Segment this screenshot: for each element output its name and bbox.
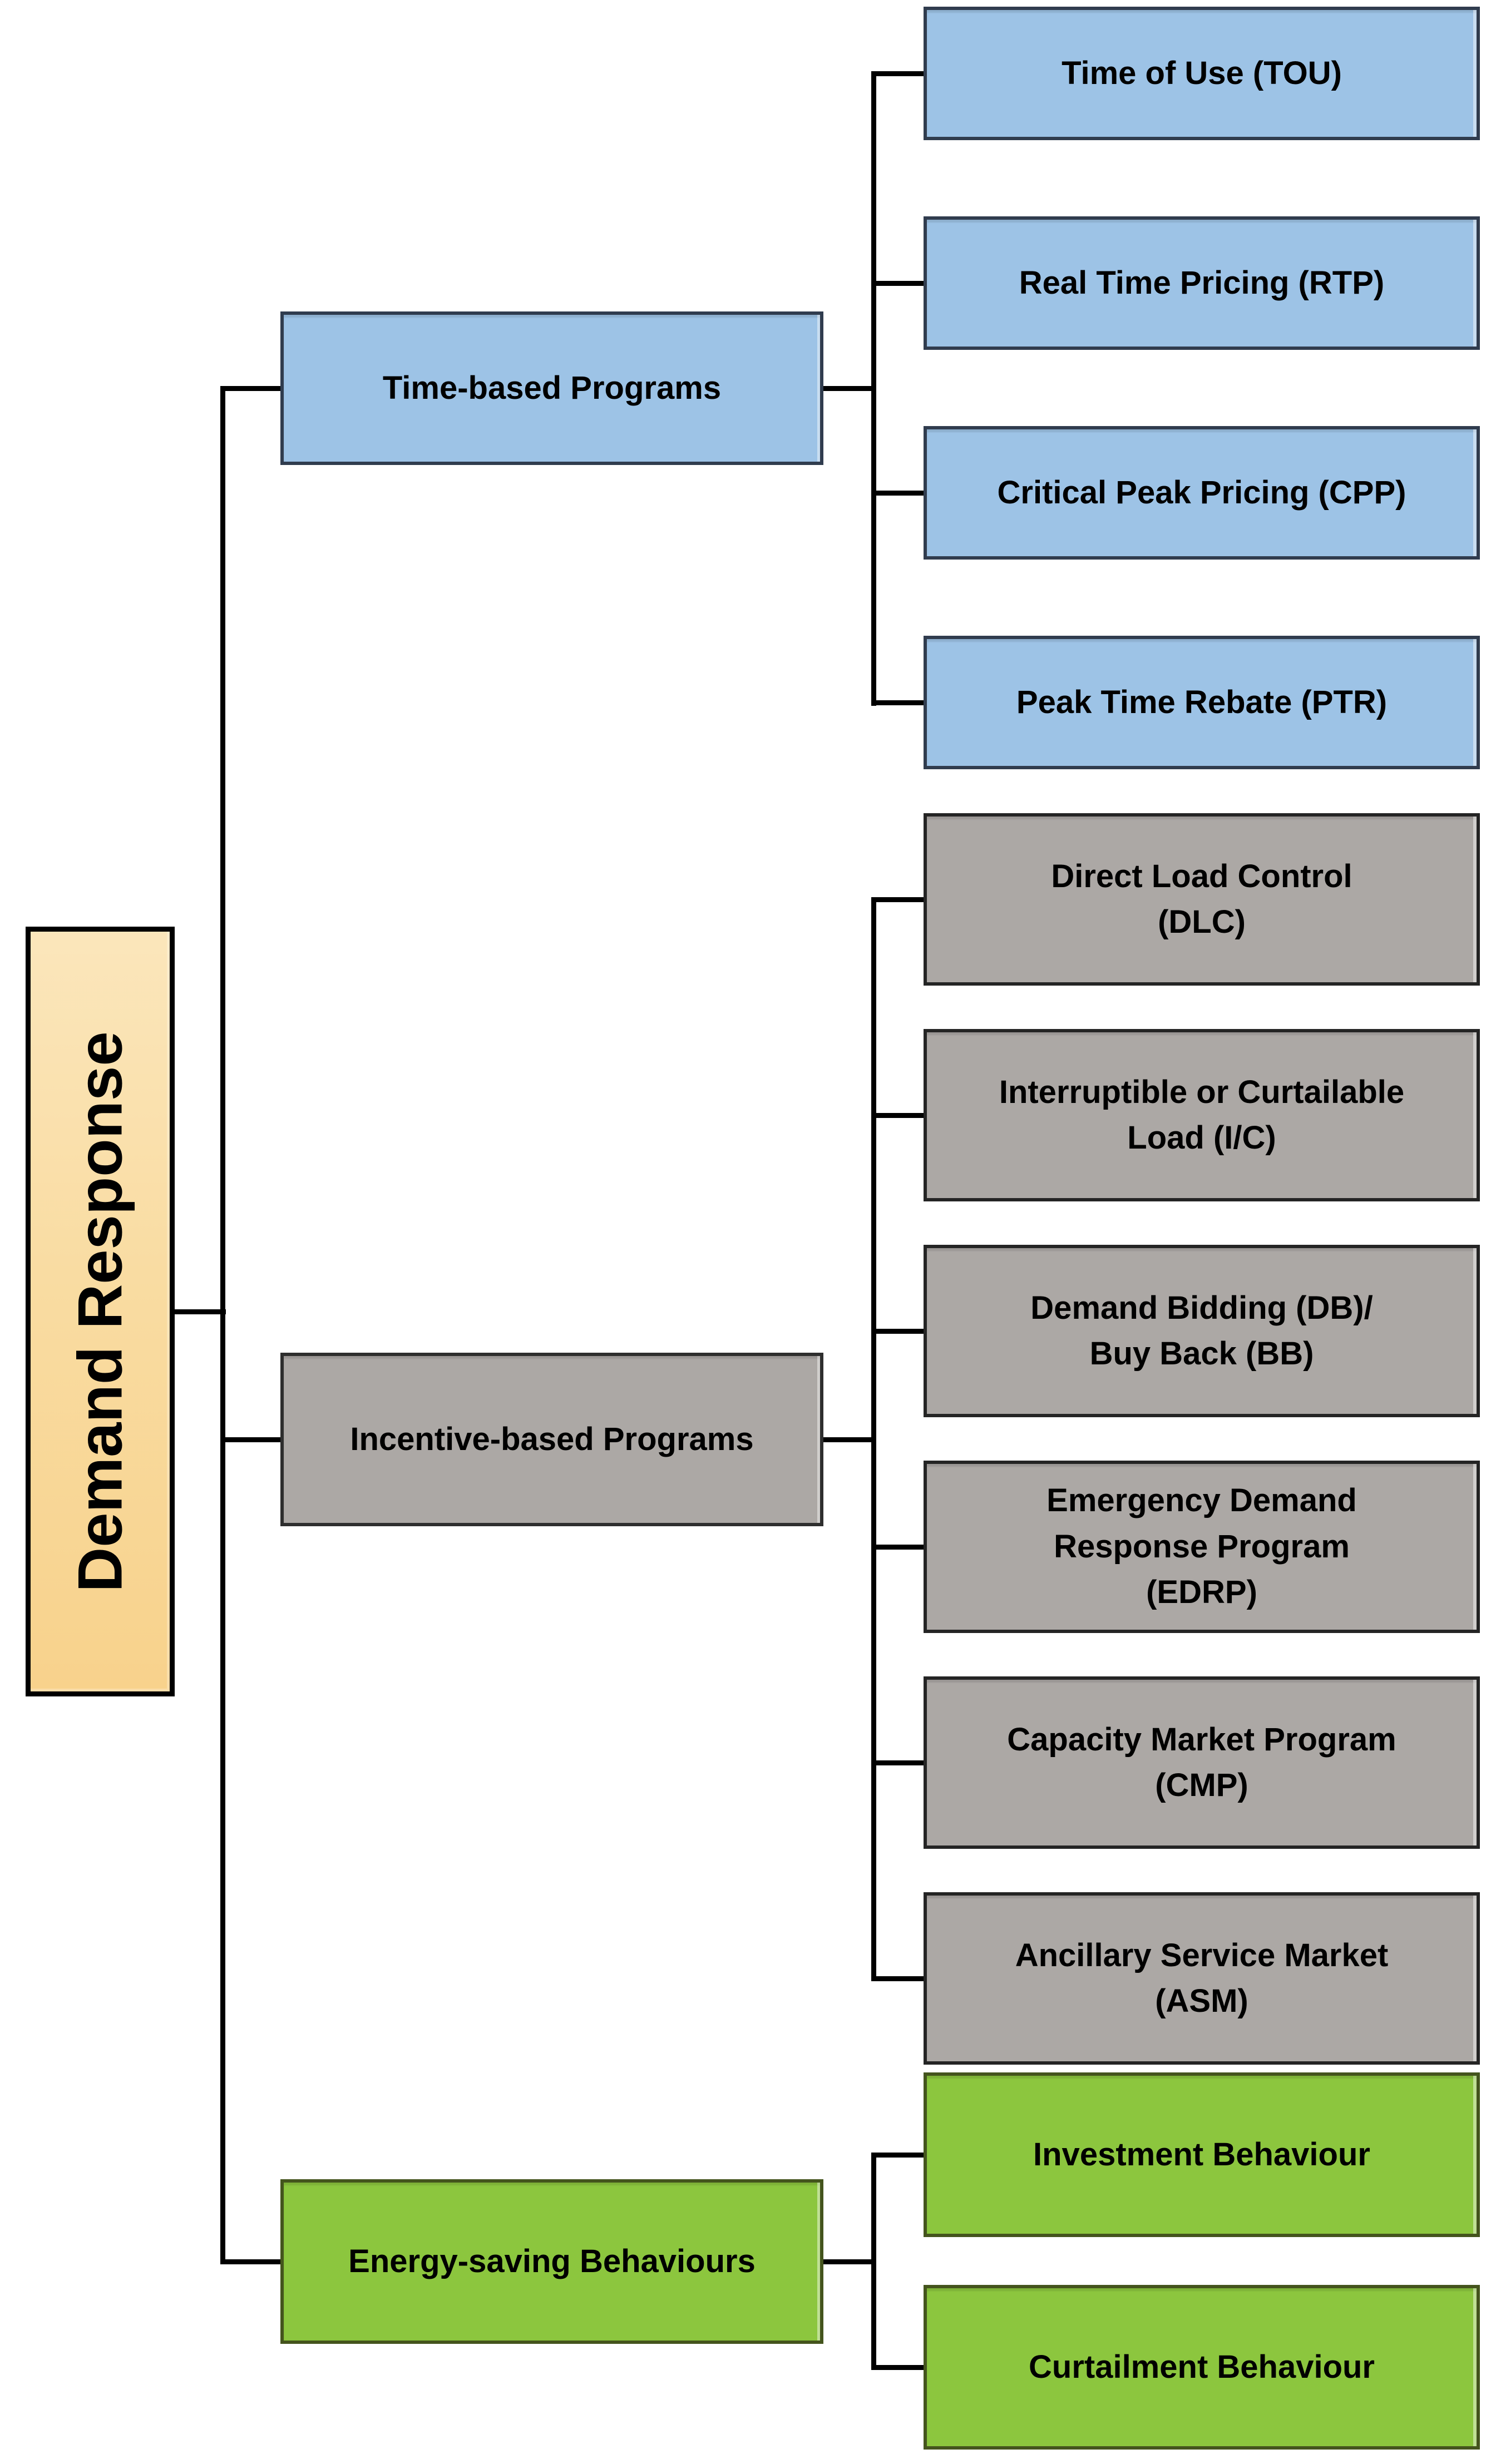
connector-leaf-curtailment: [871, 2365, 926, 2370]
connector-leaf-asm: [871, 1976, 926, 1981]
connector-branch-time-based: [220, 386, 285, 391]
connector-leaf-tou: [871, 71, 926, 76]
leaf-node-cpp: Critical Peak Pricing (CPP): [924, 426, 1480, 560]
connector-spine-incentive-based: [871, 897, 876, 1981]
connector-leaf-ptr: [871, 700, 926, 705]
branch-node-energy-saving-behaviours: Energy-saving Behaviours: [280, 2179, 823, 2344]
connector-leaf-edrp: [871, 1545, 926, 1550]
leaf-node-curtailment-behaviour: Curtailment Behaviour: [924, 2285, 1480, 2450]
leaf-node-ptr: Peak Time Rebate (PTR): [924, 636, 1480, 769]
leaf-node-edrp: Emergency Demand Response Program (EDRP): [924, 1461, 1480, 1633]
connector-energy-to-spine: [820, 2259, 873, 2264]
connector-leaf-ic: [871, 1113, 926, 1118]
connector-root-to-trunk: [171, 1309, 226, 1314]
leaf-node-dlc: Direct Load Control (DLC): [924, 813, 1480, 986]
leaf-node-cmp: Capacity Market Program (CMP): [924, 1676, 1480, 1849]
connector-leaf-cpp: [871, 491, 926, 496]
connector-leaf-investment: [871, 2153, 926, 2158]
root-node-label: Demand Response: [65, 1031, 135, 1592]
connector-branch-energy-saving: [220, 2259, 285, 2264]
leaf-node-tou: Time of Use (TOU): [924, 7, 1480, 140]
root-node-demand-response: Demand Response: [26, 927, 175, 1696]
branch-node-incentive-based-programs: Incentive-based Programs: [280, 1353, 823, 1526]
connector-leaf-rtp: [871, 281, 926, 286]
connector-leaf-db-bb: [871, 1329, 926, 1334]
leaf-node-ic: Interruptible or Curtailable Load (I/C): [924, 1029, 1480, 1201]
connector-trunk-vertical: [220, 386, 225, 2264]
leaf-node-rtp: Real Time Pricing (RTP): [924, 216, 1480, 350]
connector-leaf-cmp: [871, 1760, 926, 1765]
connector-spine-time-based: [871, 71, 876, 706]
leaf-node-investment-behaviour: Investment Behaviour: [924, 2072, 1480, 2237]
connector-spine-energy-saving: [871, 2153, 876, 2370]
connector-branch-incentive-based: [220, 1437, 285, 1442]
connector-leaf-dlc: [871, 897, 926, 902]
leaf-node-asm: Ancillary Service Market (ASM): [924, 1892, 1480, 2065]
connector-time-based-to-spine: [820, 386, 873, 391]
leaf-node-db-bb: Demand Bidding (DB)/ Buy Back (BB): [924, 1245, 1480, 1417]
branch-node-time-based-programs: Time-based Programs: [280, 311, 823, 465]
connector-incentive-to-spine: [820, 1437, 873, 1442]
